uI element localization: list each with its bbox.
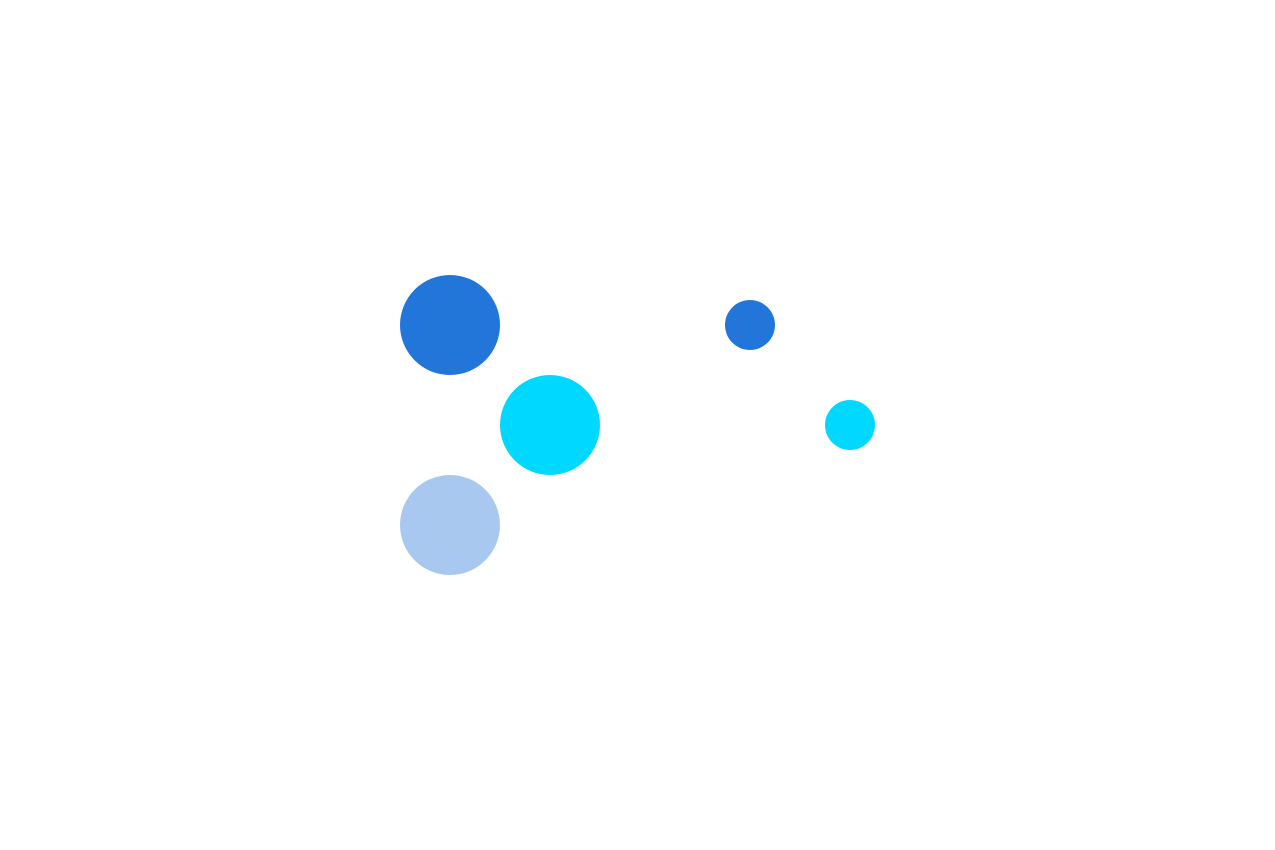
large-dot-cyan [500,375,600,475]
large-dot-dark-blue [400,275,500,375]
large-dot-light-blue [400,475,500,575]
small-dot-dark-blue [725,300,775,350]
small-dot-cyan [825,400,875,450]
